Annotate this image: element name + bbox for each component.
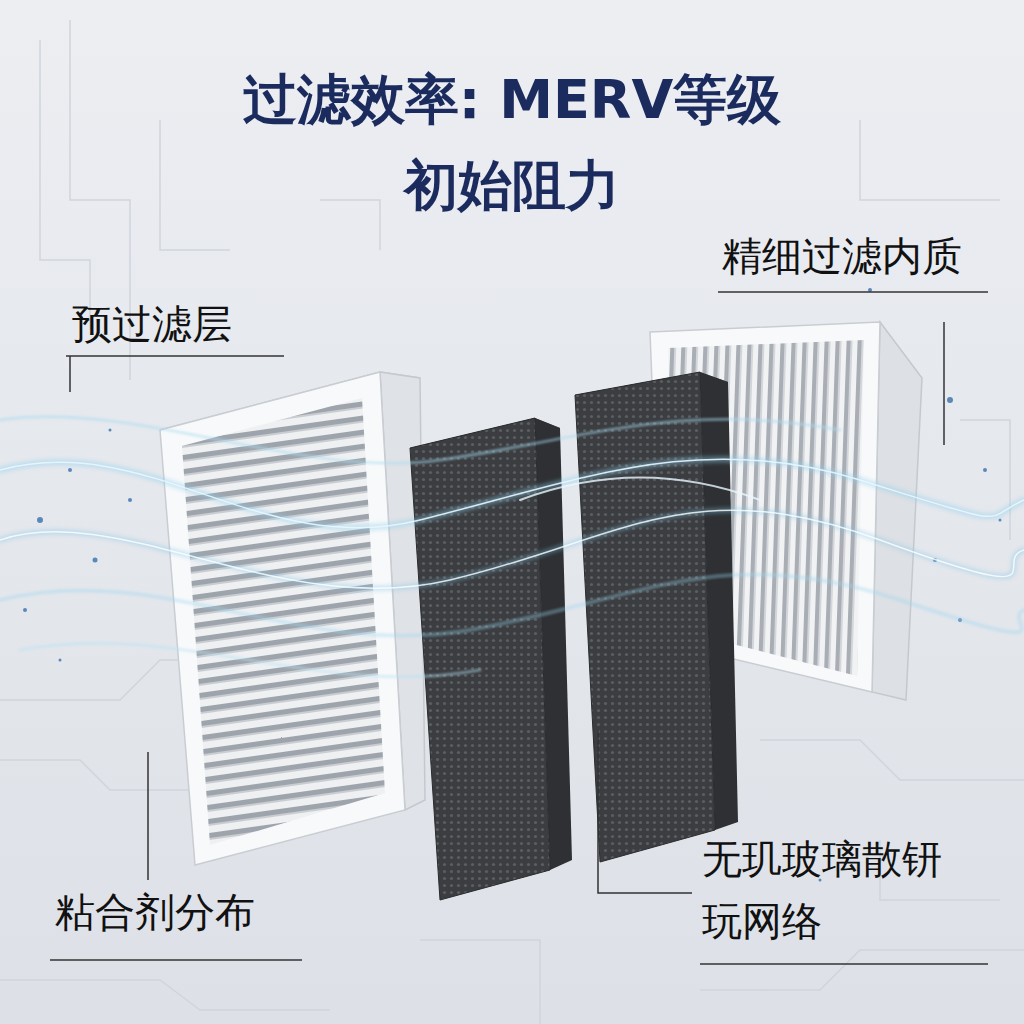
circuit-lines [0, 980, 330, 1010]
particles [128, 498, 132, 502]
leader-line [943, 322, 945, 445]
particles [59, 659, 62, 662]
air-flow [520, 478, 760, 501]
air-flow [20, 643, 480, 677]
leader-line [147, 752, 149, 880]
circuit-lines [860, 120, 1000, 200]
air-flow [0, 417, 1024, 677]
air-flow [0, 574, 1024, 635]
particles [983, 468, 987, 472]
circuit-lines [700, 950, 1024, 990]
circuit-lines [0, 760, 190, 790]
part-label: 预过滤层 [72, 300, 302, 348]
leader-line [66, 355, 284, 357]
leader-line [700, 963, 988, 965]
particles [947, 397, 953, 403]
circuit-lines [160, 120, 230, 250]
particles [68, 468, 72, 472]
circuit-lines [0, 20, 1024, 1024]
pre-filter [160, 372, 425, 865]
particles [109, 429, 112, 432]
particles [23, 608, 27, 612]
circuit-lines [320, 200, 380, 250]
particles [37, 517, 43, 523]
part-label: 精细过滤内质 [722, 232, 1012, 280]
part-label: 粘合剂分布 [55, 888, 305, 936]
leader-line [718, 291, 988, 293]
leader-line [69, 356, 71, 392]
title: 过滤效率: MERV等级 初始阻力 [192, 57, 832, 229]
particles [93, 558, 98, 563]
pre-filter [160, 372, 405, 865]
carbon-block [575, 372, 715, 862]
air-flow [0, 510, 1024, 588]
leader-line [50, 959, 302, 961]
carbon-block [575, 372, 738, 862]
circuit-lines [420, 940, 540, 1024]
air-flow [0, 510, 1024, 588]
circuit-lines [40, 40, 90, 330]
air-flow [0, 459, 1024, 528]
particles [999, 519, 1002, 522]
circuit-lines [960, 420, 1010, 540]
air-flow [0, 459, 1024, 528]
part-label: 无玑玻璃散钘 玩网络 [702, 828, 992, 952]
circuit-lines [760, 740, 1024, 780]
leader-line [598, 730, 692, 893]
title-block: 过滤效率: MERV等级 初始阻力 [0, 57, 1024, 229]
air-flow [0, 417, 840, 463]
